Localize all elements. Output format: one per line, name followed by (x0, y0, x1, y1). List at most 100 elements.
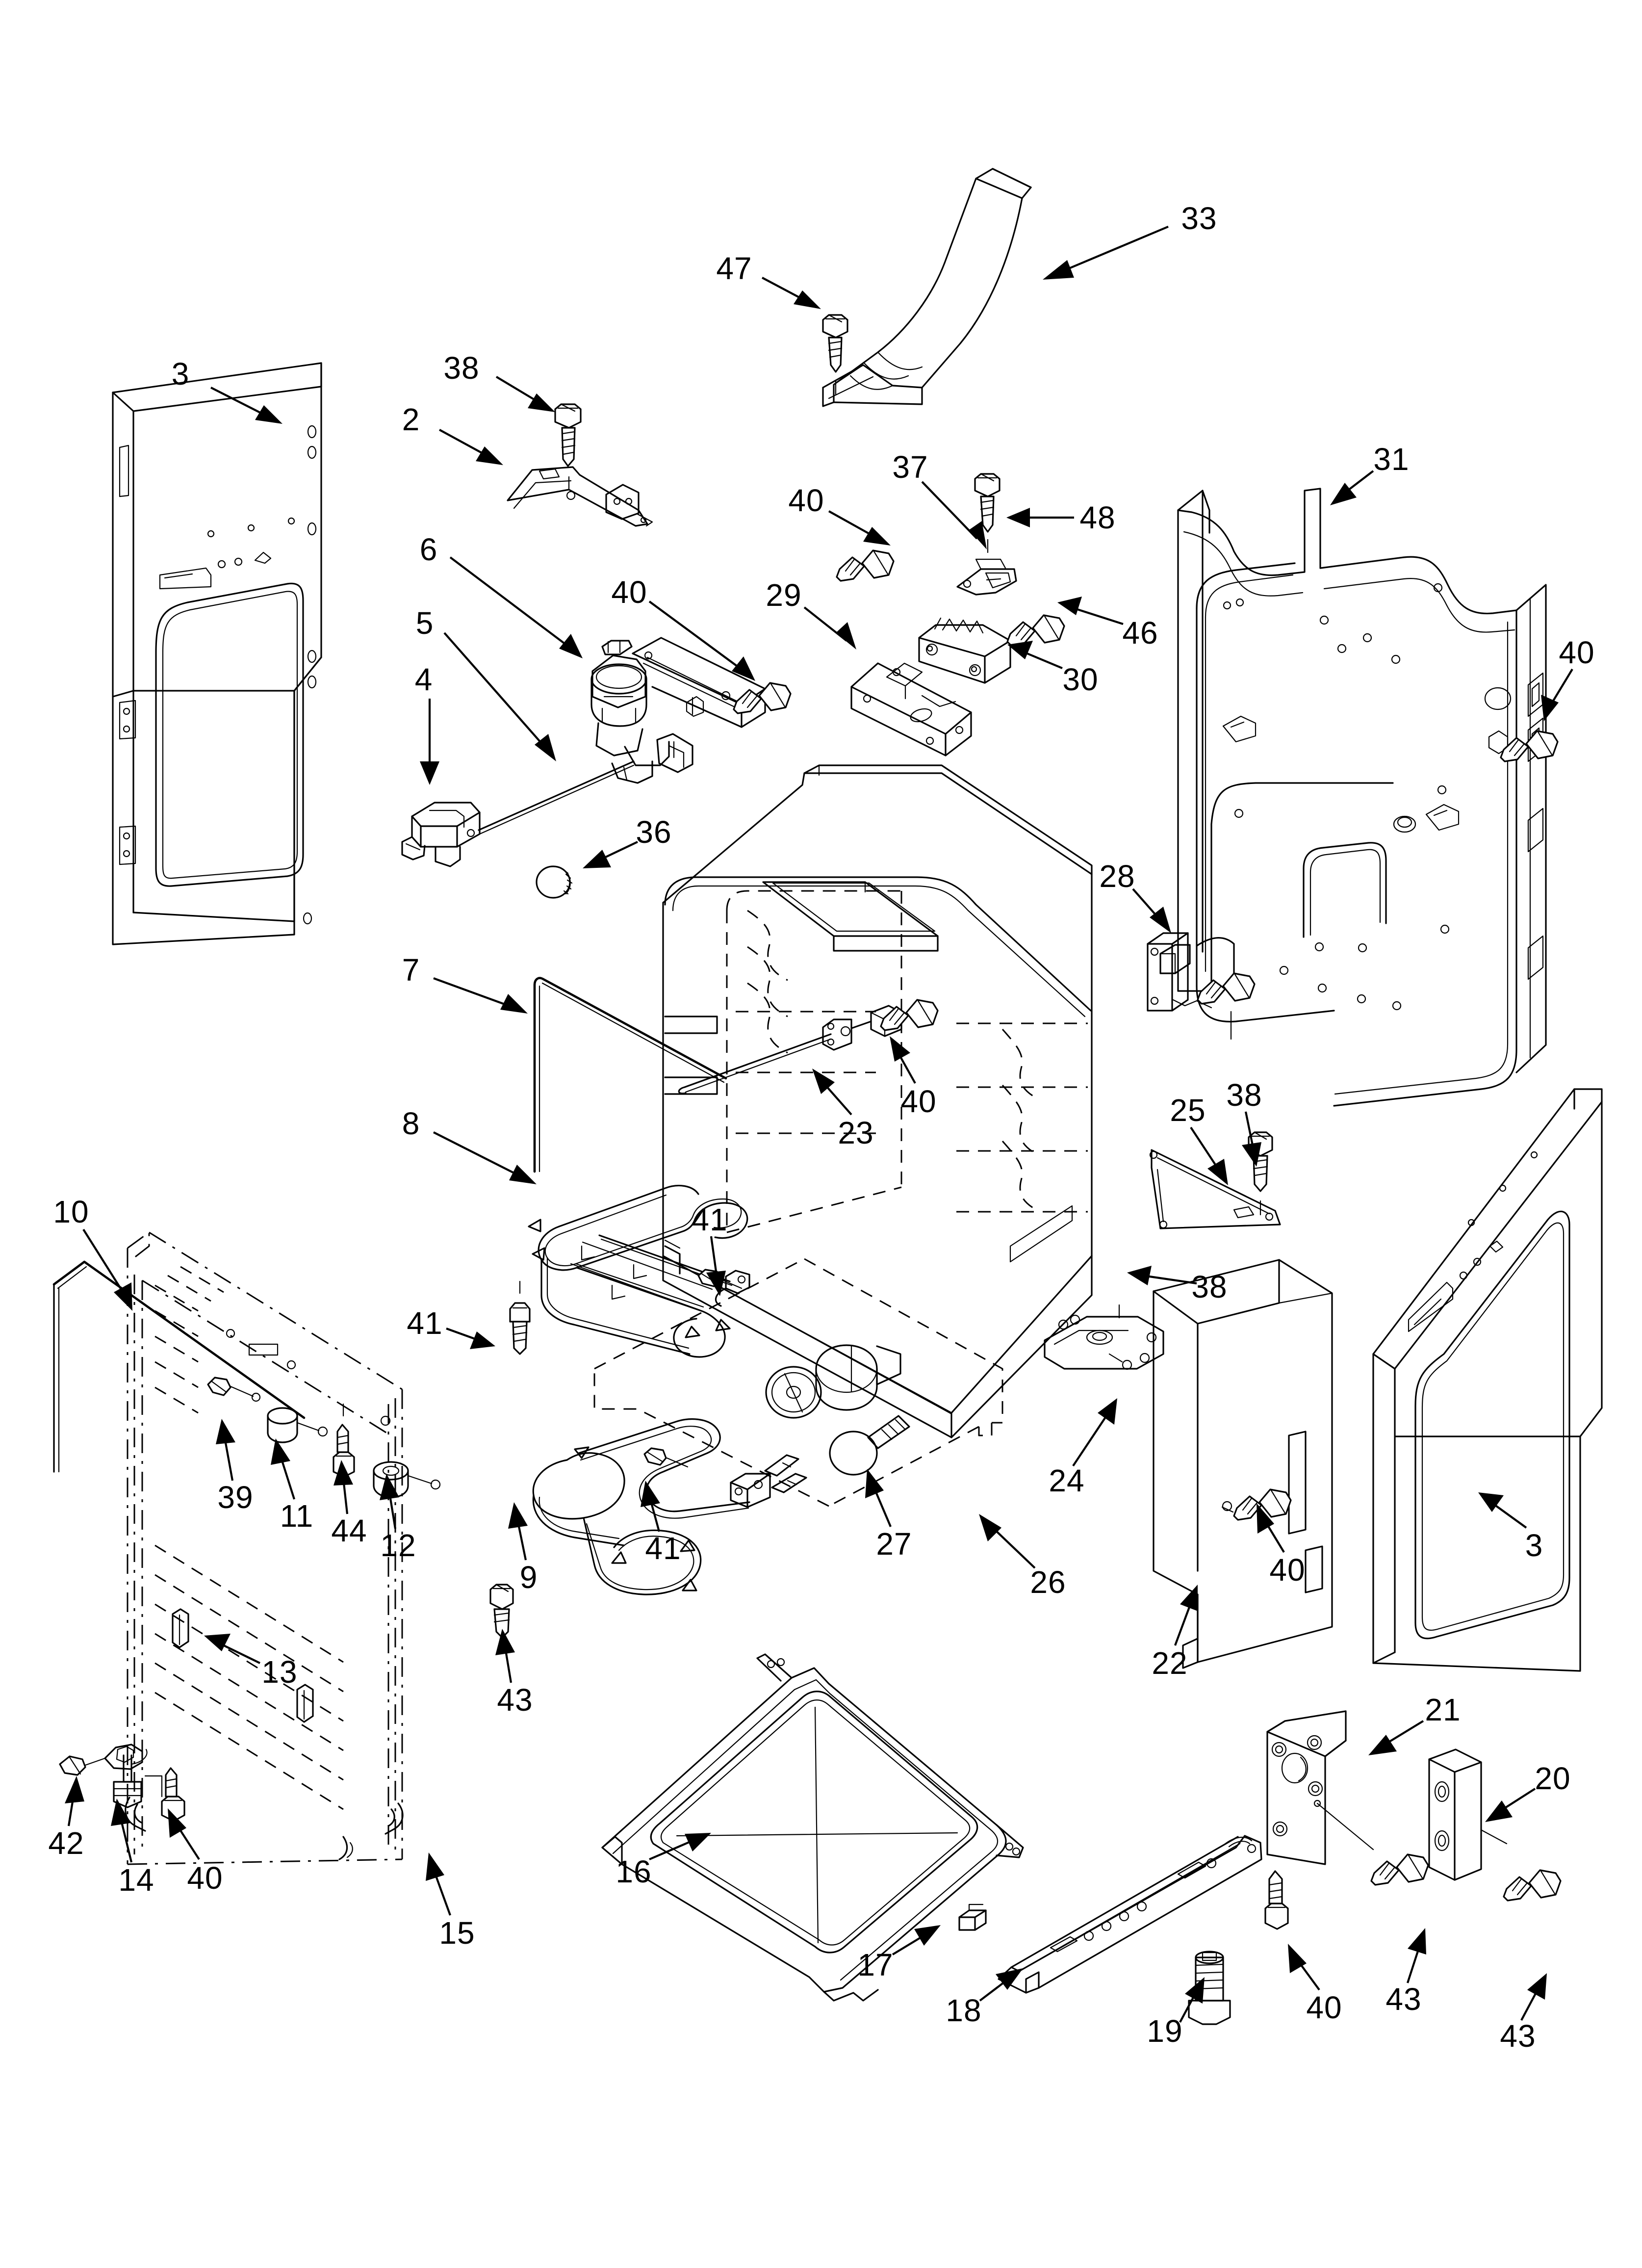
part-side-panel-left (112, 362, 322, 945)
part-leveling-assembly (59, 1744, 185, 1822)
callout-48: 48 (1079, 500, 1116, 535)
callout-4: 4 (414, 662, 433, 697)
callout-13: 13 (261, 1654, 298, 1690)
callout-25: 25 (1170, 1093, 1206, 1128)
part-lock-linkage-rod-5 (478, 760, 635, 835)
callout-43-c: 43 (1500, 2018, 1536, 2054)
screw-ground-48 (974, 473, 1001, 553)
part-clip-wire-retainer-37 (956, 558, 1017, 596)
callout-28: 28 (1099, 859, 1135, 894)
callout-10: 10 (53, 1194, 89, 1229)
part-broil-element-8 (528, 1185, 750, 1358)
callout-39: 39 (217, 1480, 254, 1515)
part-vent-tube-duct (822, 168, 1032, 407)
callout-33: 33 (1181, 201, 1217, 236)
screw-hex-head-38c (1197, 972, 1256, 1040)
callout-5: 5 (415, 605, 434, 641)
callout-43-a: 43 (497, 1682, 533, 1718)
callout-46: 46 (1122, 615, 1158, 651)
callout-40-e: 40 (187, 1860, 223, 1896)
callout-40-d: 40 (900, 1084, 937, 1119)
part-drawer-slide-rail-18 (998, 1835, 1262, 1994)
part-plug-hole-button-36 (536, 865, 573, 899)
callout-40-a: 40 (788, 483, 824, 518)
callout-41-c: 41 (645, 1531, 681, 1566)
callout-6: 6 (419, 532, 438, 567)
part-oven-cavity-chassis (662, 764, 1093, 1438)
callout-24: 24 (1049, 1463, 1085, 1498)
callout-19: 19 (1147, 2013, 1183, 2049)
callout-40-b: 40 (1559, 635, 1595, 670)
part-clip-rail-retainer-17 (958, 1903, 987, 1931)
callout-40-g: 40 (1306, 1990, 1342, 2025)
screw-8-18-hex-40b (1500, 730, 1559, 762)
callout-15: 15 (439, 1915, 475, 1951)
callout-16: 16 (616, 1854, 652, 1889)
part-oven-liner-trim-wire-7 (533, 977, 727, 1173)
screw-8-18-hex-40f (1221, 1488, 1292, 1521)
part-oven-light-assembly-26 (593, 1258, 1164, 1507)
screw-8-18-hex-40c (733, 682, 792, 714)
part-outer-panel-right-22 (1153, 1259, 1333, 1669)
part-lock-striker-4 (401, 802, 481, 867)
callout-11: 11 (280, 1498, 314, 1534)
callout-42: 42 (48, 1825, 84, 1861)
callout-17: 17 (857, 1947, 894, 1982)
callout-40-c: 40 (611, 574, 647, 610)
screw-element-mount-41b (509, 1280, 531, 1355)
callout-27: 27 (876, 1526, 912, 1562)
callout-21: 21 (1425, 1692, 1461, 1727)
part-latch-bracket-29 (850, 662, 972, 756)
screw-hex-head-38-top (554, 403, 582, 490)
callout-12: 12 (380, 1528, 416, 1563)
callout-3-left: 3 (171, 356, 190, 391)
callout-23: 23 (838, 1115, 874, 1150)
part-bottom-drawer-pan-16 (601, 1653, 1024, 2002)
callout-3-right: 3 (1525, 1528, 1543, 1563)
part-side-panel-right (1372, 1088, 1603, 1672)
callout-26: 26 (1030, 1564, 1066, 1600)
part-bracket-rear-clip-28 (1147, 932, 1212, 1012)
callout-37: 37 (892, 449, 928, 485)
part-anti-tip-bracket-21 (1266, 1710, 1374, 1865)
screw-latch-46 (1006, 614, 1065, 647)
callout-41-b: 41 (407, 1305, 443, 1341)
part-grommet-wire-12 (373, 1461, 441, 1498)
callout-38-b: 38 (1226, 1077, 1262, 1113)
callout-7: 7 (402, 952, 420, 988)
callout-22: 22 (1152, 1645, 1188, 1681)
callout-41-a: 41 (692, 1202, 728, 1237)
screw-8-18-hex-40d (880, 999, 939, 1031)
part-brace-corner-diagonal-25 (1149, 1149, 1281, 1229)
screw-element-mount-41c (643, 1447, 689, 1468)
callout-8: 8 (402, 1106, 420, 1141)
part-bracket-control-mount (507, 466, 653, 527)
leader-lines (65, 226, 1573, 2023)
part-rear-panel-31 (1177, 488, 1547, 1107)
callout-29: 29 (766, 577, 802, 613)
callout-40-f: 40 (1269, 1552, 1306, 1588)
callout-30: 30 (1062, 662, 1099, 697)
callout-14: 14 (118, 1862, 154, 1898)
callout-31: 31 (1373, 442, 1410, 477)
screw-8-18-hex-40g (1264, 1870, 1289, 1930)
callout-47: 47 (716, 251, 752, 286)
callout-2: 2 (402, 402, 420, 437)
callout-38-top: 38 (443, 350, 480, 386)
part-door-lock-motor-6 (590, 637, 766, 784)
screw-8-18-hex-40a (836, 549, 895, 582)
callout-9: 9 (519, 1560, 538, 1595)
part-thermostat-sensor-23 (678, 1005, 902, 1095)
part-spacer-bushing-11 (267, 1407, 328, 1443)
callout-20: 20 (1535, 1761, 1571, 1796)
screw-10-16-hex-43b (1370, 1853, 1429, 1886)
part-leveling-stud-19 (1188, 1951, 1231, 2025)
callout-43-b: 43 (1385, 1981, 1422, 2017)
screw-10-16-hex-43c (1503, 1869, 1562, 1902)
screw-10-16-hex-43a (489, 1584, 514, 1639)
part-strike-plate-20 (1428, 1748, 1508, 1881)
callout-44: 44 (331, 1513, 367, 1548)
callout-38-c: 38 (1191, 1269, 1228, 1304)
